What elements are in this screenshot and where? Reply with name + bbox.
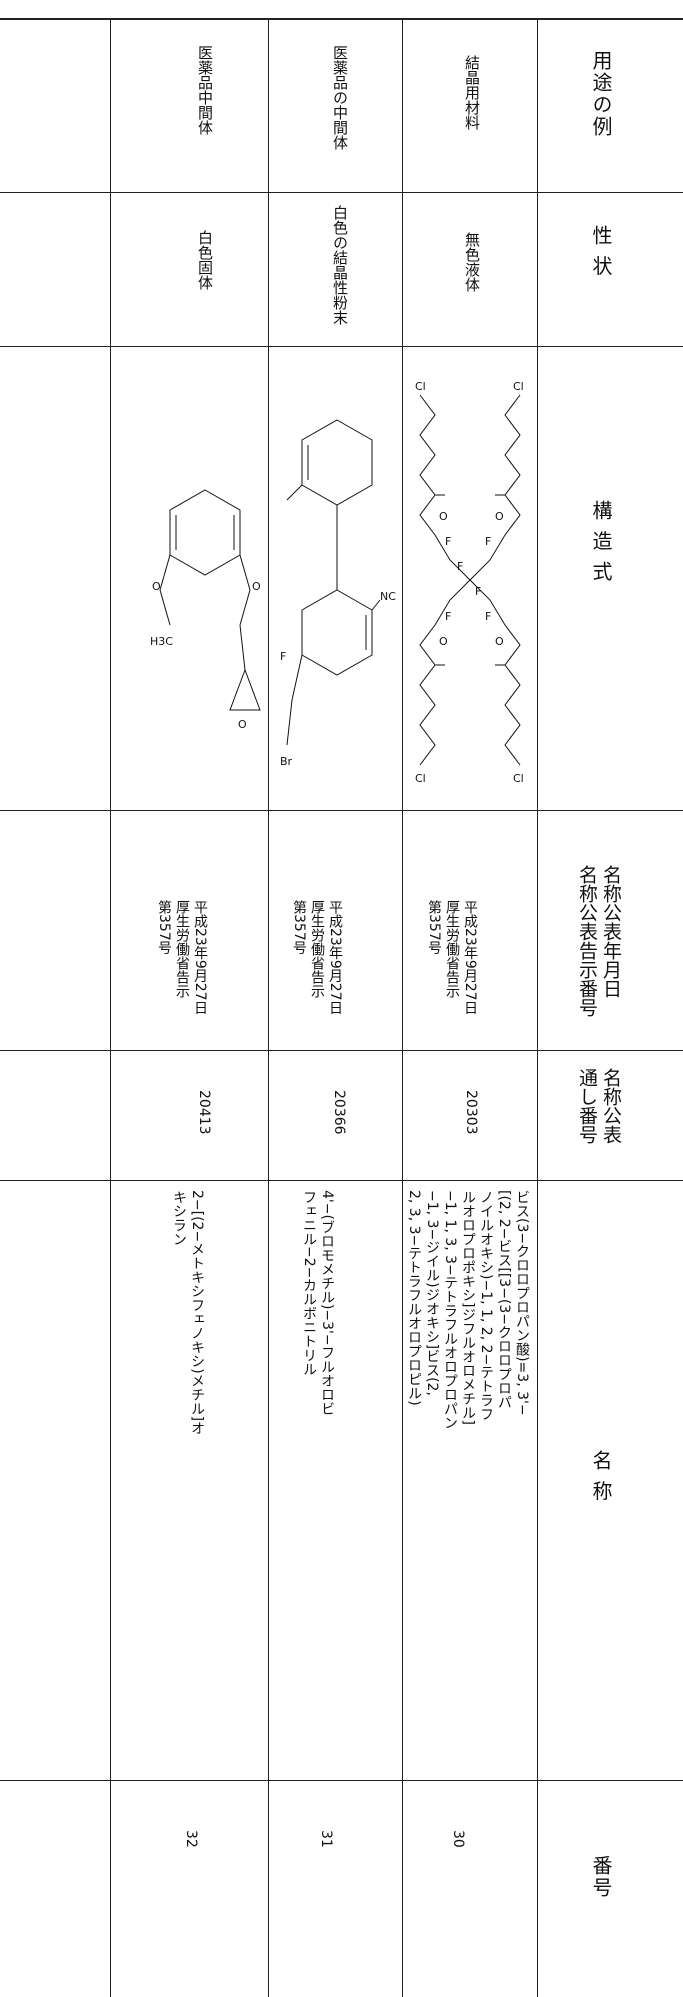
o-label: O (495, 510, 504, 523)
f-label: F (475, 585, 481, 598)
h3c-label: H3C (150, 635, 173, 648)
row30-usage: 結晶用材料 (463, 55, 481, 130)
row32-date: 平成23年9月27日 厚生労働省告示 第357号 (156, 900, 208, 1015)
chemical-structure-30-icon: Cl Cl Cl Cl O O O O F F F F F F (415, 380, 524, 785)
br-label: Br (280, 755, 293, 768)
row31-serial: 20366 (331, 1090, 347, 1135)
table-line (0, 1180, 683, 1181)
table-line (0, 192, 683, 193)
header-name: 名 称 (589, 1450, 613, 1503)
f-label: F (485, 610, 491, 623)
chemical-structure-32-icon: O O H3C O (150, 489, 261, 731)
o-label: O (152, 580, 161, 593)
o-label: O (238, 718, 247, 731)
row32-name: 2−[(2−メトキシフェノキシ)メチル]オ キシラン (171, 1190, 205, 1436)
cl-label: Cl (513, 772, 524, 785)
row30-number: 30 (450, 1830, 466, 1848)
o-label: O (252, 580, 261, 593)
row31-usage: 医薬品の中間体 (331, 45, 349, 150)
row30-serial: 20303 (463, 1090, 479, 1135)
table-line (0, 1780, 683, 1781)
header-property: 性 状 (589, 225, 613, 278)
table-line (402, 18, 403, 1997)
table-line (537, 18, 538, 1997)
f-label: F (280, 650, 286, 663)
row31-date: 平成23年9月27日 厚生労働省告示 第357号 (291, 900, 343, 1015)
nc-label: NC (380, 590, 396, 603)
o-label: O (439, 635, 448, 648)
table-line (0, 346, 683, 347)
table-line (0, 810, 683, 811)
header-date: 名称公表年月日 名称公表告示番号 (576, 865, 622, 1017)
header-usage: 用途の例 (589, 50, 613, 138)
cl-label: Cl (415, 380, 426, 393)
f-label: F (485, 535, 491, 548)
header-structure: 構 造 式 (589, 500, 613, 583)
o-label: O (439, 510, 448, 523)
row32-serial: 20413 (196, 1090, 212, 1135)
chemical-structure-31-icon: NC Br F (280, 419, 396, 768)
header-serial: 名称公表 通し番号 (576, 1068, 622, 1144)
cl-label: Cl (513, 380, 524, 393)
f-label: F (457, 560, 463, 573)
row31-property: 白色の結晶性粉末 (331, 205, 349, 325)
cl-label: Cl (415, 772, 426, 785)
f-label: F (445, 610, 451, 623)
row32-property: 白色固体 (196, 230, 214, 290)
row30-date: 平成23年9月27日 厚生労働省告示 第357号 (426, 900, 478, 1015)
row32-usage: 医薬品中間体 (196, 45, 214, 135)
table-line (0, 1050, 683, 1051)
table-line (110, 18, 111, 1997)
header-number: 番号 (589, 1855, 613, 1899)
o-label: O (495, 635, 504, 648)
row30-name: ビス(3−クロロプロパン酸)=3, 3'− [(2, 2−ビス[[3−(3−クロ… (406, 1190, 530, 1430)
table-line (0, 18, 683, 20)
row30-property: 無色液体 (463, 232, 481, 292)
row31-name: 4'−(ブロモメチル)−3'−フルオロビ フェニル−2−カルボニトリル (301, 1190, 335, 1416)
row32-number: 32 (183, 1830, 199, 1848)
table-line (268, 18, 269, 1997)
row31-number: 31 (318, 1830, 334, 1848)
f-label: F (445, 535, 451, 548)
